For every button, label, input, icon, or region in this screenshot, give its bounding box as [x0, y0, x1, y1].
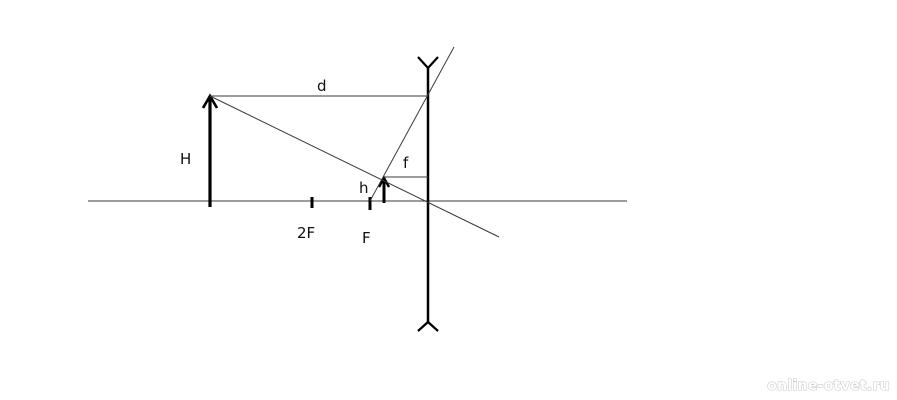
label-H: H [180, 150, 191, 168]
label-2f: 2F [297, 224, 315, 242]
ray-through-center [209, 95, 500, 238]
diverging-lens [417, 56, 439, 332]
lens-top-fork-left [417, 56, 429, 69]
lens-bottom-fork-right [427, 321, 439, 332]
label-h: h [359, 179, 369, 197]
image-arrow [377, 175, 391, 203]
label-d: d [317, 77, 327, 95]
lens-top-fork-right [427, 56, 439, 69]
label-f: f [403, 154, 409, 172]
label-f-point: F [362, 229, 371, 247]
object-arrow [201, 93, 219, 207]
image-arrow-head [377, 175, 391, 188]
ray-refracted-extension [369, 46, 455, 202]
watermark: online-otvet.ru [767, 378, 890, 394]
lens-bottom-fork-left [417, 321, 429, 332]
